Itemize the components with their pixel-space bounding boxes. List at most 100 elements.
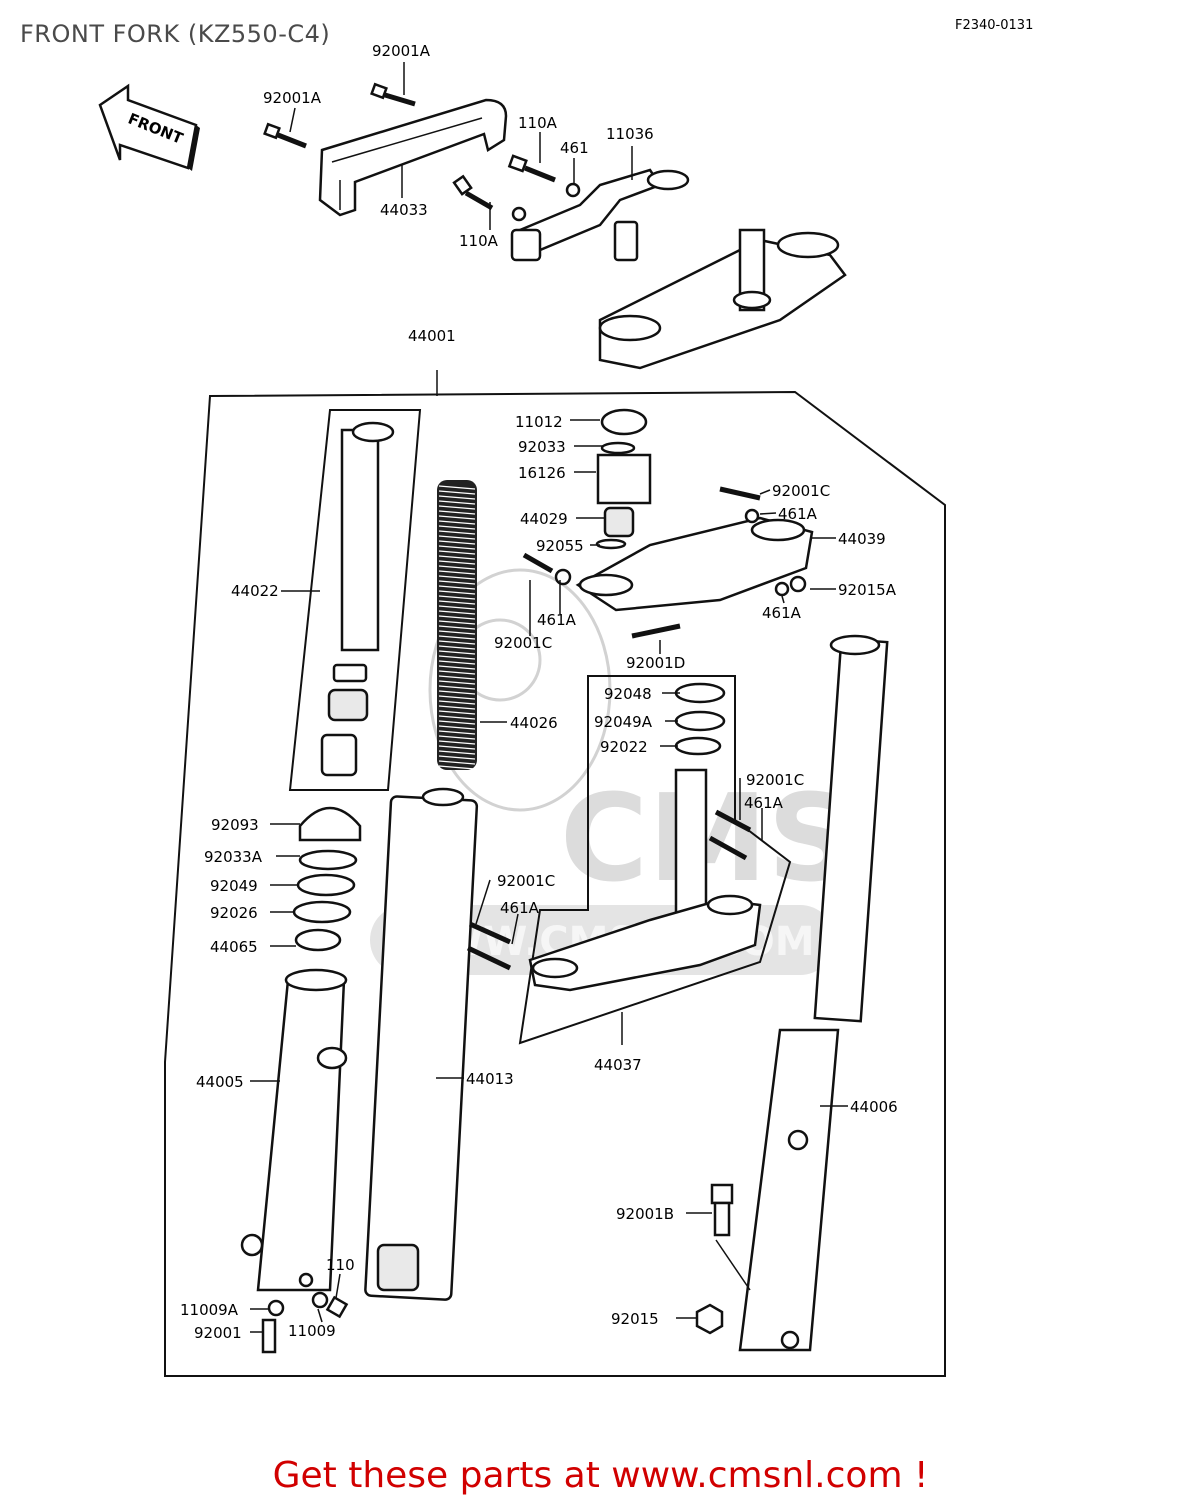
- spring-coil: [438, 560, 476, 565]
- bolt-110A-upper: [507, 154, 581, 198]
- spring-coil: [438, 645, 476, 650]
- spring-coil: [438, 690, 476, 695]
- label-16126: 16126: [518, 464, 566, 482]
- label-92001C: 92001C: [494, 634, 552, 652]
- axle-bolt-92001B: [710, 1183, 734, 1237]
- spring-coil: [438, 735, 476, 740]
- label-92001D: 92001D: [626, 654, 685, 672]
- spring-coil: [438, 600, 476, 605]
- label-44039: 44039: [838, 530, 886, 548]
- spring-coil: [438, 505, 476, 510]
- seal-stack: [292, 806, 362, 952]
- spring-coil: [438, 740, 476, 745]
- spring-coil: [438, 530, 476, 535]
- label-461A: 461A: [744, 794, 784, 812]
- label-44037: 44037: [594, 1056, 642, 1074]
- spring-coil: [438, 535, 476, 540]
- spring-coil: [438, 585, 476, 590]
- spring-coil: [438, 720, 476, 725]
- bolt-92001A-left: [263, 122, 307, 149]
- spring-coil: [438, 730, 476, 735]
- label-110A: 110A: [459, 232, 499, 250]
- label-461A: 461A: [778, 505, 818, 523]
- label-92022: 92022: [600, 738, 648, 756]
- spring-coil: [438, 545, 476, 550]
- upper-yoke-reference: [598, 228, 847, 370]
- spring-coil: [438, 750, 476, 755]
- spring-coil: [438, 710, 476, 715]
- footer-link-banner[interactable]: Get these parts at www.cmsnl.com !: [272, 1455, 929, 1496]
- spring-coil: [438, 515, 476, 520]
- spring-coil: [438, 625, 476, 630]
- label-44029: 44029: [520, 510, 568, 528]
- label-92048: 92048: [604, 685, 652, 703]
- label-92001C: 92001C: [746, 771, 804, 789]
- spring-coil: [438, 765, 476, 770]
- spring-coil: [438, 630, 476, 635]
- spring-coil: [438, 705, 476, 710]
- label-92001: 92001: [194, 1324, 242, 1342]
- label-92001B: 92001B: [616, 1205, 674, 1223]
- spring-coil: [438, 675, 476, 680]
- spring-coil: [438, 650, 476, 655]
- spring-coil: [438, 665, 476, 670]
- spring-coil: [438, 660, 476, 665]
- spring-coil: [438, 700, 476, 705]
- label-44065: 44065: [210, 938, 258, 956]
- label-92015A: 92015A: [838, 581, 897, 599]
- fork-assembly-frame: [164, 390, 946, 1377]
- upper-bracket-bolts: [522, 486, 807, 639]
- leader-lines: [250, 62, 848, 1333]
- label-92093: 92093: [211, 816, 259, 834]
- label-11036: 11036: [606, 125, 654, 143]
- drain-bolt-area: [261, 1291, 349, 1354]
- spring-coil: [438, 510, 476, 515]
- fork-spring-44026: [437, 480, 477, 770]
- steering-stem-bolts: [466, 809, 752, 971]
- spring-coil: [438, 490, 476, 495]
- label-11009: 11009: [288, 1322, 336, 1340]
- spring-coil: [438, 615, 476, 620]
- spring-coil: [438, 670, 476, 675]
- spring-coil: [438, 605, 476, 610]
- label-92055: 92055: [536, 537, 584, 555]
- label-461: 461: [560, 139, 589, 157]
- steering-stem-frame: [518, 675, 792, 1045]
- bolt-110A-lower: [452, 174, 527, 222]
- spring-coil: [438, 575, 476, 580]
- outer-tube-44006: [738, 634, 889, 1352]
- front-direction-arrow: FRONT: [98, 83, 200, 171]
- spring-coil: [438, 610, 476, 615]
- spring-coil: [438, 500, 476, 505]
- spring-coil: [438, 550, 476, 555]
- label-44005: 44005: [196, 1073, 244, 1091]
- label-44022: 44022: [231, 582, 279, 600]
- spring-coil: [438, 540, 476, 545]
- label-92015: 92015: [611, 1310, 659, 1328]
- spring-coil: [438, 565, 476, 570]
- label-461A: 461A: [500, 899, 540, 917]
- label-11012: 11012: [515, 413, 563, 431]
- inner-tube-44013: [364, 787, 479, 1301]
- label-11009A: 11009A: [180, 1301, 239, 1319]
- exploded-parts-diagram: CMS WWW.CMSNL.COM FRONT: [98, 42, 946, 1377]
- steering-stem-bearings: [674, 682, 726, 756]
- spring-coil: [438, 595, 476, 600]
- label-44006: 44006: [850, 1098, 898, 1116]
- label-92049: 92049: [210, 877, 258, 895]
- label-92001A: 92001A: [263, 89, 322, 107]
- spring-coil: [438, 570, 476, 575]
- spring-coil: [438, 725, 476, 730]
- spring-coil: [438, 760, 476, 765]
- spring-coil: [438, 590, 476, 595]
- label-92001A: 92001A: [372, 42, 431, 60]
- label-92026: 92026: [210, 904, 258, 922]
- outer-tube-44005: [240, 968, 348, 1292]
- label-92001C: 92001C: [772, 482, 830, 500]
- page-title: FRONT FORK (KZ550-C4): [20, 20, 331, 48]
- spring-coil: [438, 685, 476, 690]
- label-44033: 44033: [380, 201, 428, 219]
- spring-coil: [438, 580, 476, 585]
- label-110A: 110A: [518, 114, 558, 132]
- spring-coil: [438, 655, 476, 660]
